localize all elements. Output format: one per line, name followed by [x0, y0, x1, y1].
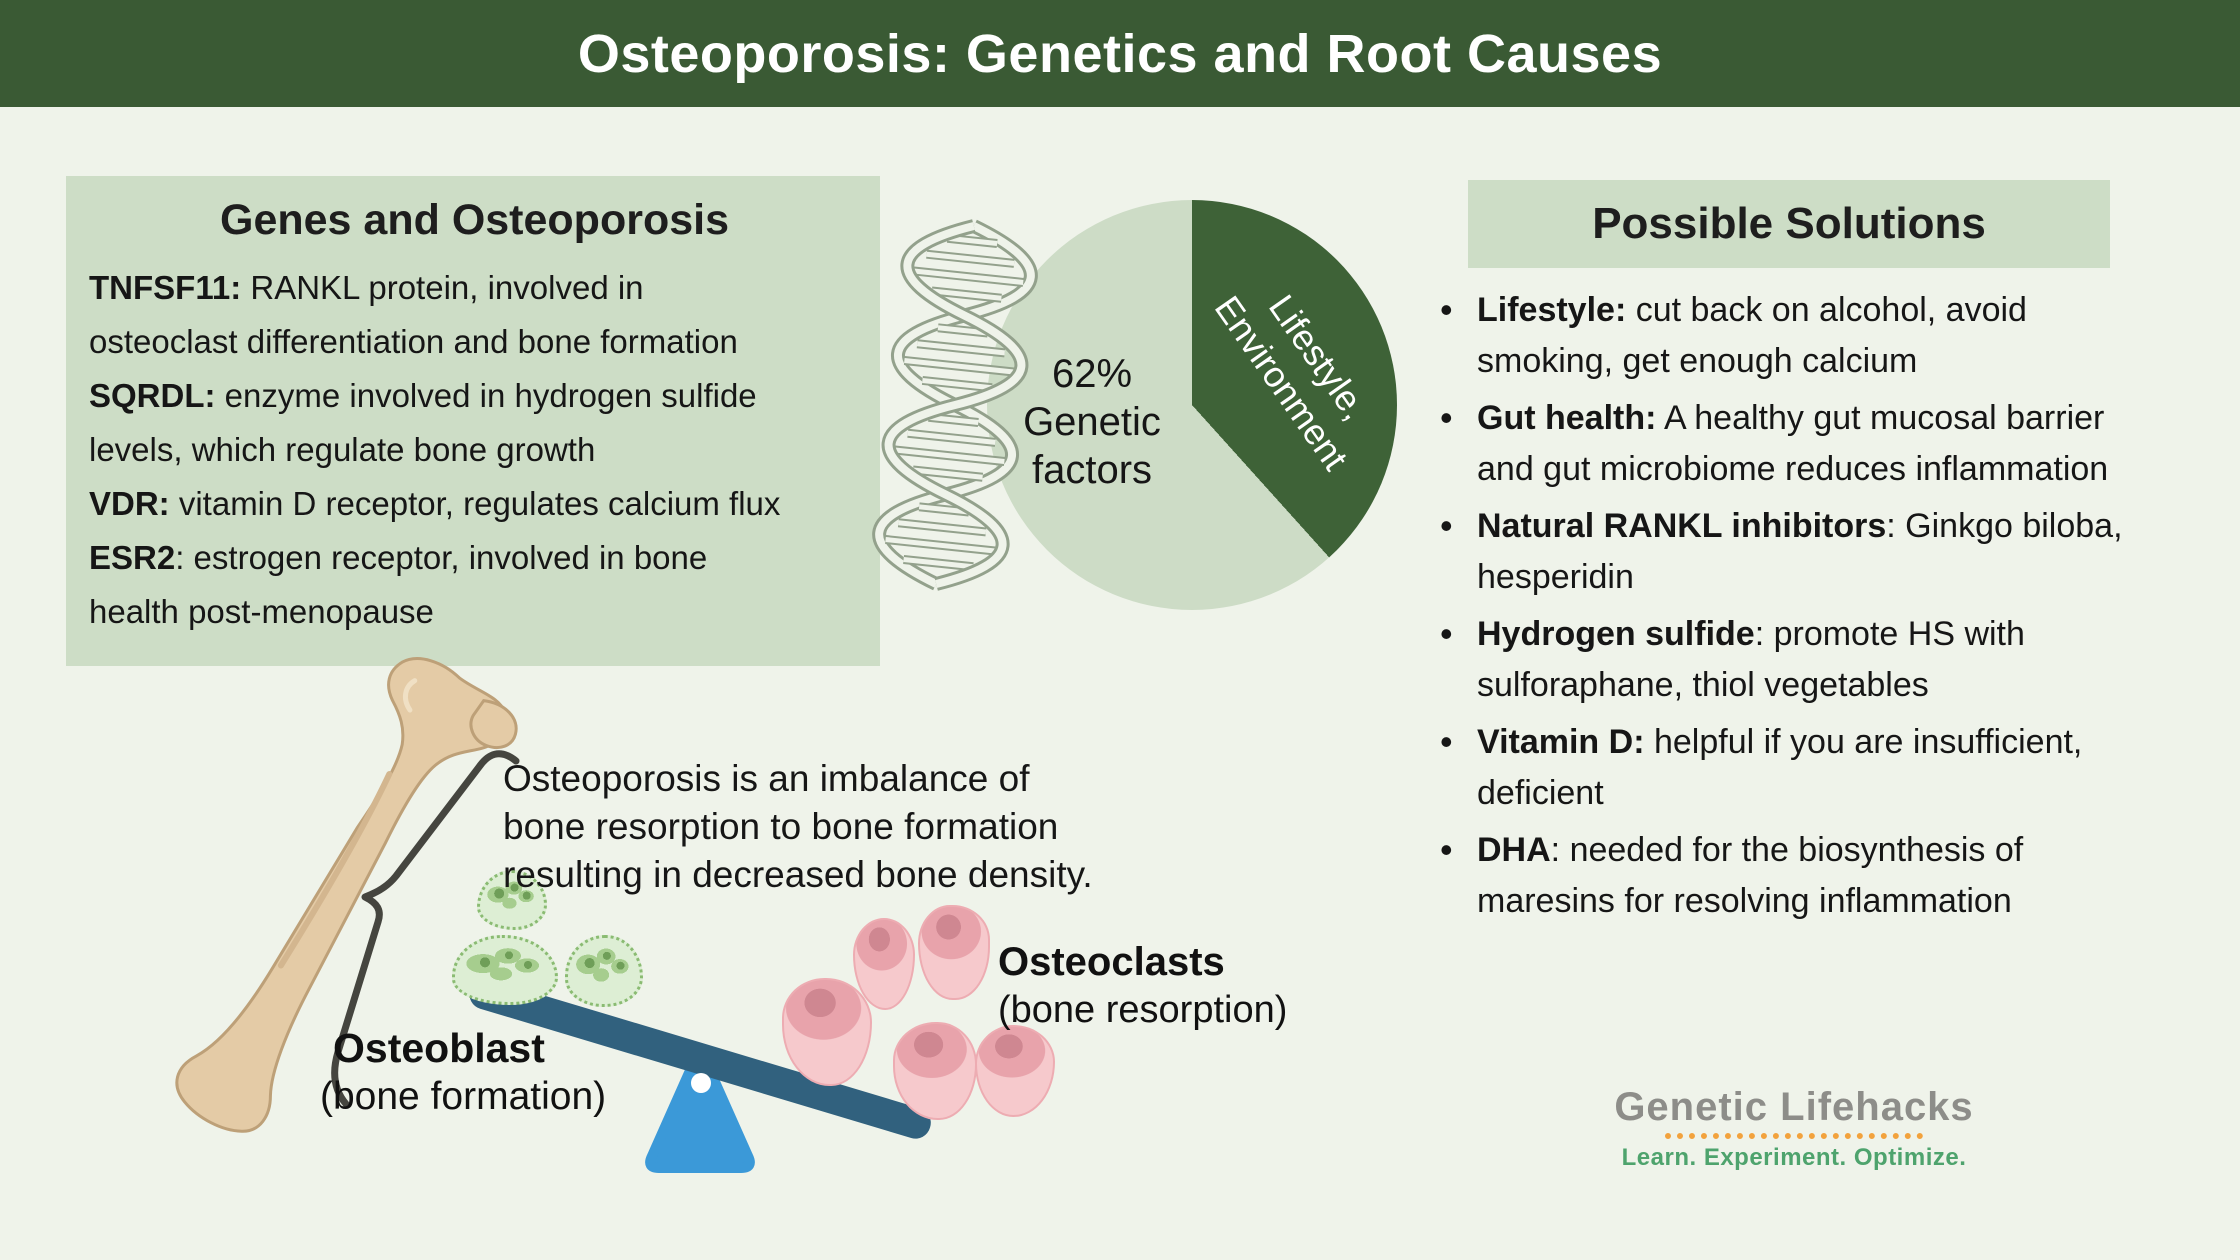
- solution-label: Gut health:: [1477, 399, 1657, 437]
- solution-text: sulforaphane, thiol vegetables: [1477, 666, 1929, 704]
- solution-text: helpful if you are insufficient,: [1644, 723, 2083, 761]
- gene-desc: osteoclast differentiation and bone form…: [89, 323, 738, 360]
- osteoblast-title: Osteoblast: [333, 1025, 545, 1071]
- gene-line: levels, which regulate bone growth: [89, 423, 860, 477]
- gene-line: ESR2: estrogen receptor, involved in bon…: [89, 531, 860, 585]
- gene-line: osteoclast differentiation and bone form…: [89, 315, 860, 369]
- gene-desc: RANKL protein, involved in: [241, 269, 644, 306]
- osteoblast-subtitle: (bone formation): [320, 1075, 607, 1118]
- solution-item: Vitamin D: helpful if you are insufficie…: [1440, 716, 2154, 819]
- osteoblast-cell: [565, 935, 643, 1007]
- solutions-title: Possible Solutions: [1592, 199, 1986, 248]
- seesaw-pivot-hole: [691, 1073, 711, 1093]
- solution-text: hesperidin: [1477, 558, 1634, 596]
- solution-text: : needed for the biosynthesis of: [1550, 831, 2024, 869]
- solution-item: Natural RANKL inhibitors: Ginkgo biloba,…: [1440, 500, 2154, 603]
- osteoclasts-title: Osteoclasts: [998, 940, 1225, 984]
- solution-item: Gut health: A healthy gut mucosal barrie…: [1440, 392, 2154, 495]
- solution-text: A healthy gut mucosal barrier: [1656, 399, 2105, 437]
- osteoclast-cell: [893, 1022, 977, 1120]
- osteoclasts-label: Osteoclasts (bone resorption): [998, 938, 1287, 1034]
- pie-percent-value: 62%: [1051, 352, 1133, 396]
- solution-item: DHA: needed for the biosynthesis of mares…: [1440, 824, 2154, 927]
- gene-line: SQRDL: enzyme involved in hydrogen sulfi…: [89, 369, 860, 423]
- gene-name: VDR:: [89, 485, 170, 522]
- solution-item: Lifestyle: cut back on alcohol, avoid smo…: [1440, 284, 2154, 387]
- gene-name: ESR2: [89, 539, 176, 576]
- osteoclasts-subtitle: (bone resorption): [998, 989, 1288, 1031]
- solution-text: : promote HS with: [1754, 615, 2025, 653]
- imbalance-line: resulting in decreased bone density.: [503, 854, 1093, 895]
- genetic-lifehacks-logo: Genetic Lifehacks Learn. Experiment. Opt…: [1613, 1085, 1975, 1172]
- osteoblast-cell: [452, 935, 558, 1005]
- pie-genetic-label: 62% Genetic factors: [997, 350, 1187, 494]
- solution-item: Hydrogen sulfide: promote HS with sulfora…: [1440, 608, 2154, 711]
- solution-label: Hydrogen sulfide: [1477, 615, 1755, 653]
- logo-dotted-divider-icon: [1665, 1133, 1923, 1139]
- osteoclast-cell: [975, 1025, 1055, 1117]
- gene-line: TNFSF11: RANKL protein, involved in: [89, 261, 860, 315]
- genes-panel: Genes and Osteoporosis TNFSF11: RANKL pr…: [66, 176, 880, 666]
- solution-text: smoking, get enough calcium: [1477, 342, 1918, 380]
- imbalance-line: Osteoporosis is an imbalance of: [503, 758, 1030, 799]
- solution-text: : Ginkgo biloba,: [1886, 507, 2123, 545]
- header-bar: Osteoporosis: Genetics and Root Causes: [0, 0, 2240, 107]
- solution-label: Natural RANKL inhibitors: [1477, 507, 1887, 545]
- logo-tagline: Learn. Experiment. Optimize.: [1621, 1144, 1967, 1171]
- osteoclast-cell: [853, 918, 915, 1010]
- gene-line: VDR: vitamin D receptor, regulates calci…: [89, 477, 860, 531]
- imbalance-line: bone resorption to bone formation: [503, 806, 1059, 847]
- osteoblast-label: Osteoblast (bone formation): [320, 1025, 606, 1120]
- gene-desc: vitamin D receptor, regulates calcium fl…: [169, 485, 781, 522]
- solution-label: Lifestyle:: [1477, 291, 1627, 329]
- gene-desc: health post-menopause: [89, 593, 434, 630]
- gene-line: health post-menopause: [89, 585, 860, 639]
- solution-label: Vitamin D:: [1477, 723, 1645, 761]
- gene-desc: : estrogen receptor, involved in bone: [175, 539, 708, 576]
- page-title: Osteoporosis: Genetics and Root Causes: [577, 23, 1663, 84]
- osteoclast-cell: [782, 978, 872, 1086]
- solutions-panel-header: Possible Solutions: [1468, 180, 2110, 268]
- gene-desc: enzyme involved in hydrogen sulfide: [215, 377, 757, 414]
- logo-name: Genetic Lifehacks: [1614, 1085, 1974, 1129]
- osteoclast-cell: [918, 905, 990, 1000]
- heritability-pie-chart: [987, 200, 1397, 610]
- osteoblast-cell: [477, 870, 547, 930]
- genes-panel-title: Genes and Osteoporosis: [220, 196, 729, 244]
- solution-text: deficient: [1477, 774, 1604, 812]
- seesaw-fulcrum: [645, 1043, 755, 1173]
- pie-label-line: Genetic: [1023, 400, 1161, 444]
- solution-text: and gut microbiome reduces inflammation: [1477, 450, 2109, 488]
- solution-label: DHA: [1477, 831, 1551, 869]
- solutions-list: Lifestyle: cut back on alcohol, avoid smo…: [1440, 284, 2154, 933]
- gene-name: TNFSF11:: [89, 269, 242, 306]
- gene-name: SQRDL:: [89, 377, 216, 414]
- gene-desc: levels, which regulate bone growth: [89, 431, 596, 468]
- imbalance-description: Osteoporosis is an imbalance of bone res…: [503, 755, 1093, 899]
- pie-label-line: factors: [1031, 448, 1153, 492]
- solution-text: cut back on alcohol, avoid: [1626, 291, 2027, 329]
- solution-text: maresins for resolving inflammation: [1477, 882, 2012, 920]
